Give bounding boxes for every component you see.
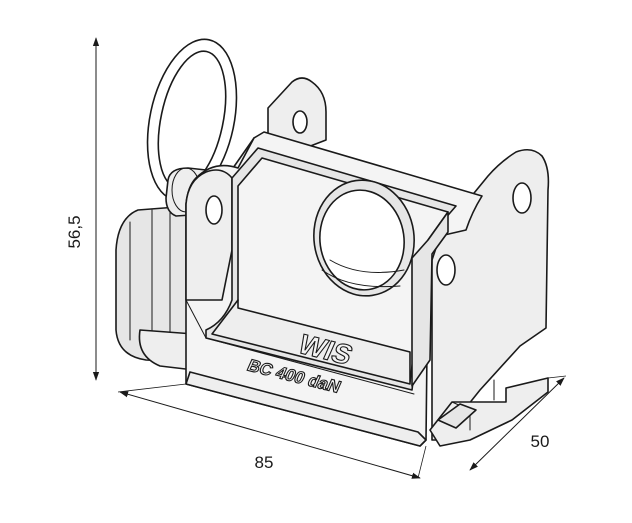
center-hole xyxy=(313,179,415,297)
width-label: 85 xyxy=(255,453,274,472)
rear-plate xyxy=(267,77,327,151)
depth-label: 50 xyxy=(531,432,550,451)
height-label: 56,5 xyxy=(65,215,84,248)
width-dimension: 85 xyxy=(117,383,427,479)
ring-mount xyxy=(115,167,207,371)
height-dimension: 56,5 xyxy=(65,37,100,381)
lashing-bracket: WIS BC 400 daN xyxy=(115,38,550,447)
depth-dimension: 50 xyxy=(469,375,567,471)
